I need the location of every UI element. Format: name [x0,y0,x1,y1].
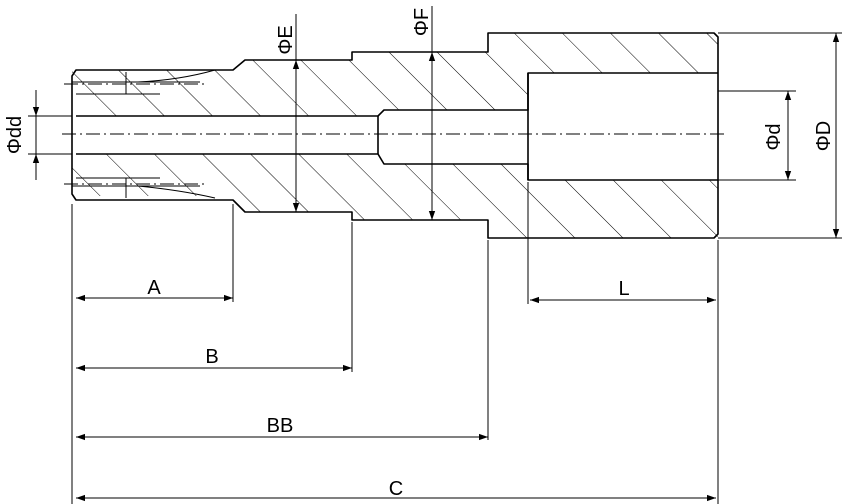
label-diameter-d: Φd [763,123,785,150]
label-diameter-f: ΦF [411,8,433,36]
outer-outline [71,32,719,239]
label-length-l: L [618,278,629,300]
collet-taper-lines [72,69,216,199]
label-diameter-big-d: ΦD [813,121,835,151]
label-diameter-e: ΦE [275,25,297,54]
label-length-bb: BB [267,415,294,437]
bore-outline [76,72,718,117]
label-length-b: B [205,346,218,368]
upper-section-hatch [72,33,718,116]
label-length-a: A [147,277,161,299]
label-length-c: C [389,478,403,500]
lower-section-hatch [72,154,718,238]
label-diameter-dd: Φdd [4,116,26,154]
